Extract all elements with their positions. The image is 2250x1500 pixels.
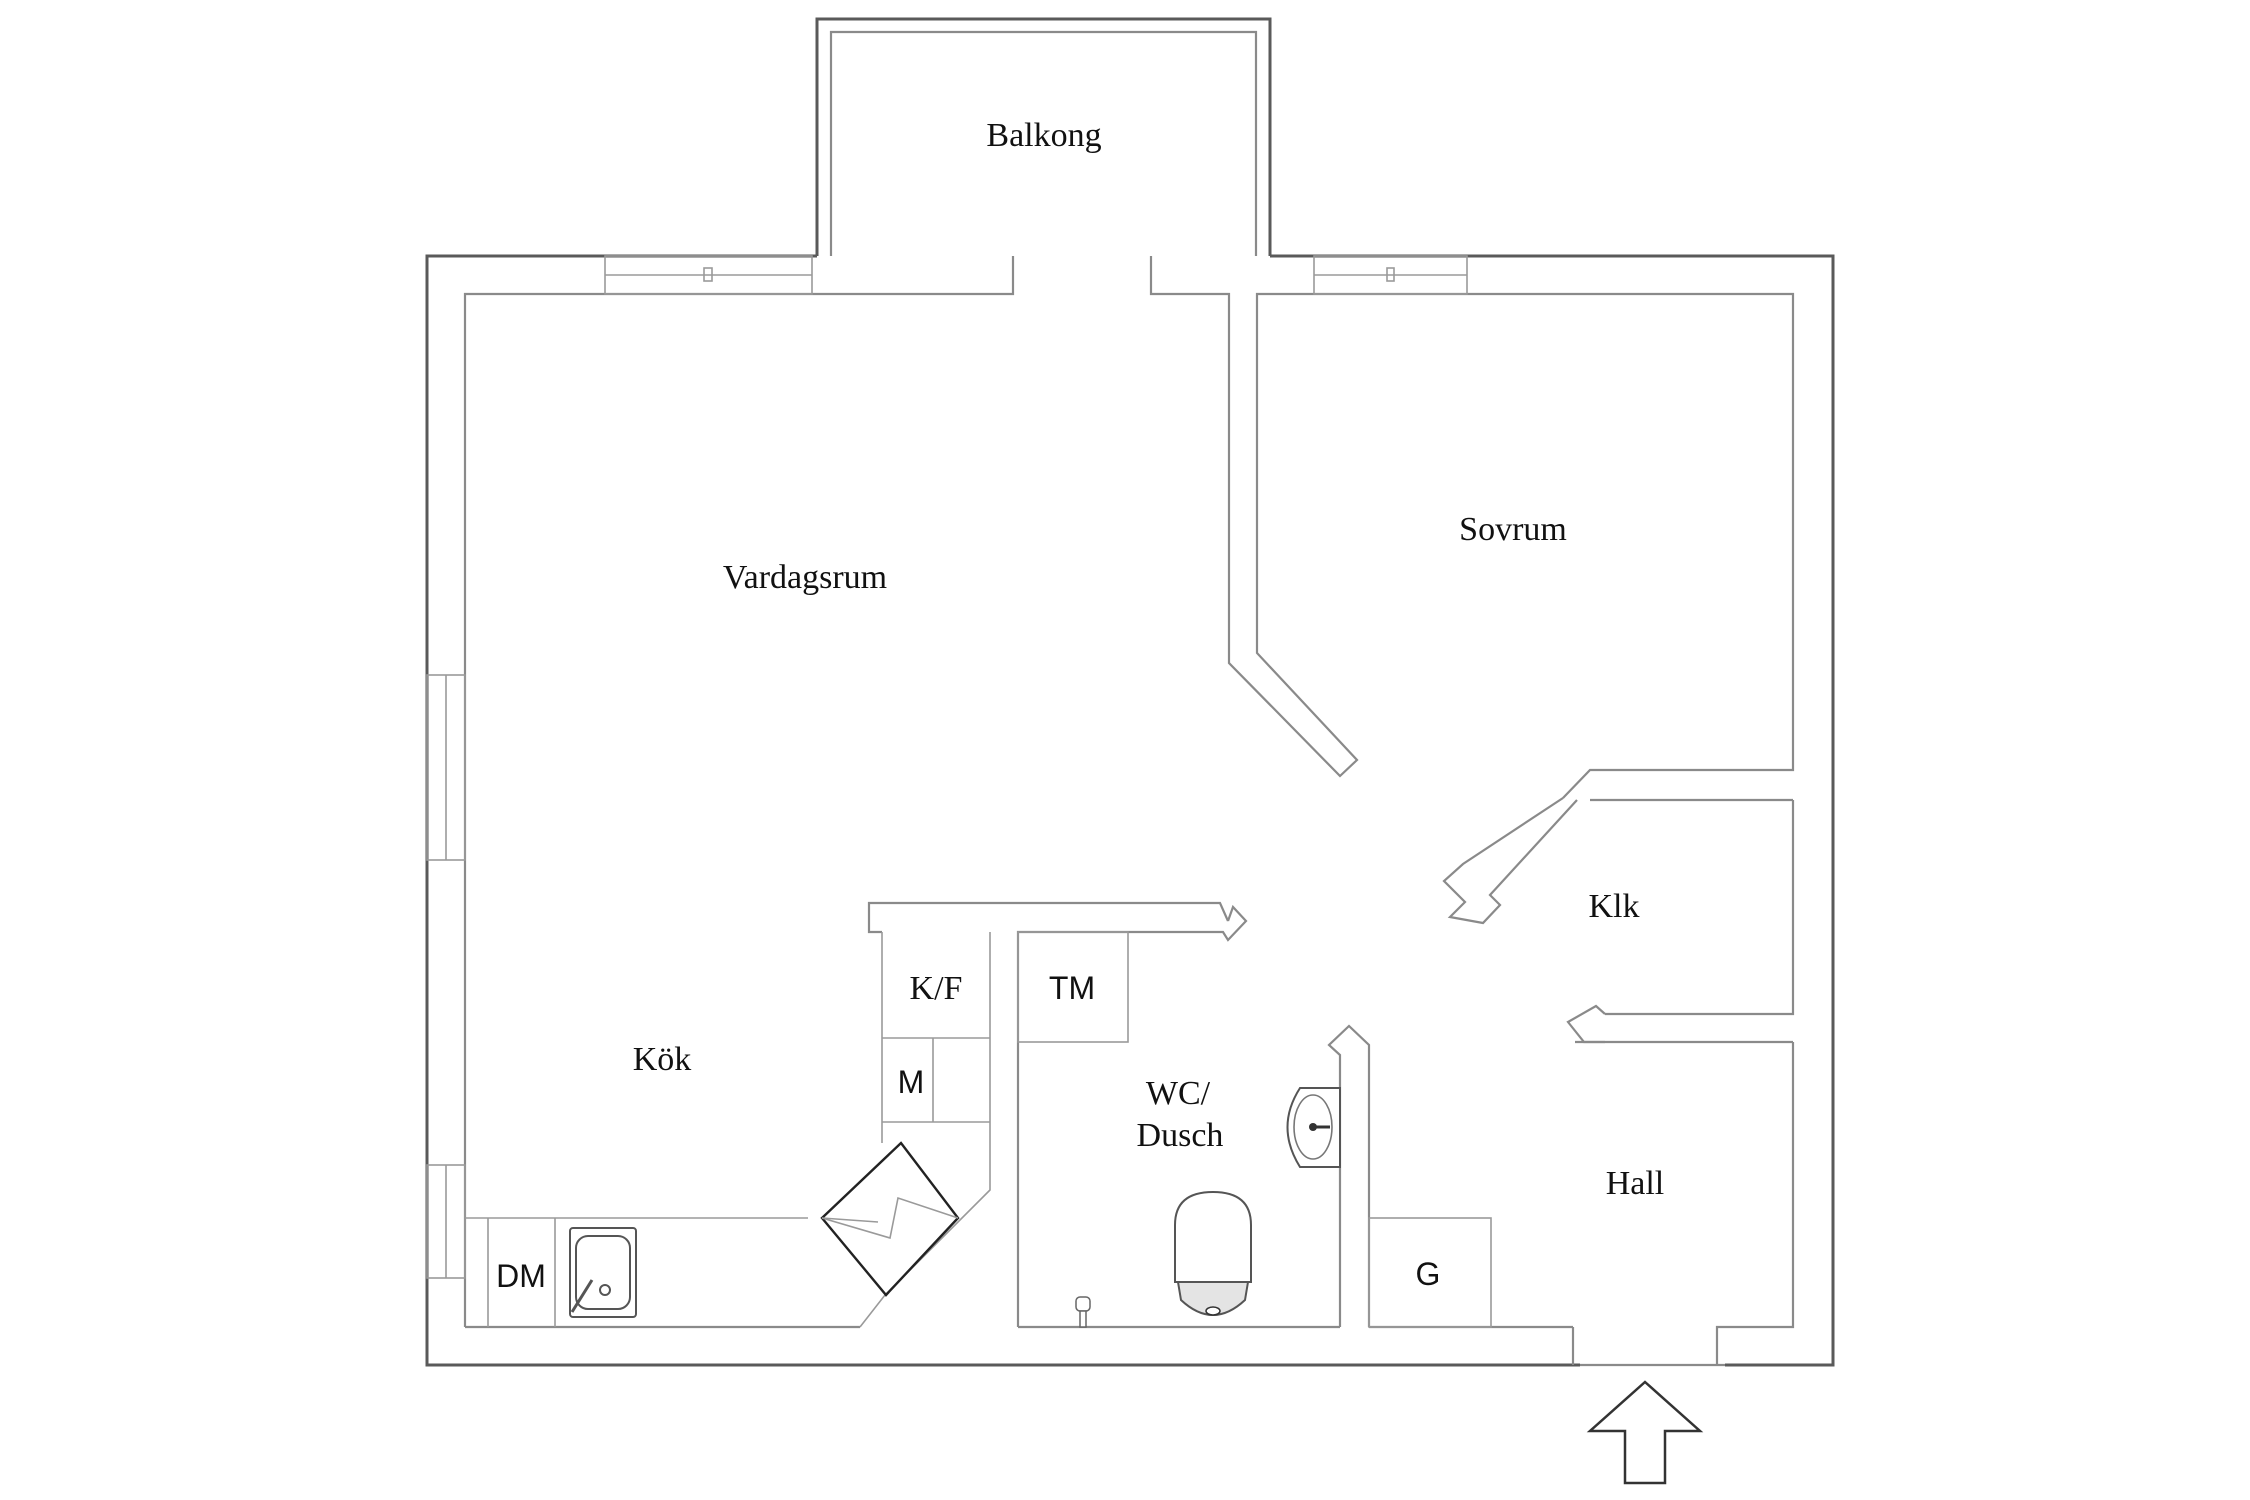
window-top-left bbox=[604, 255, 813, 295]
room-label-kitchen: Kök bbox=[633, 1041, 692, 1078]
room-label-bathroom-line1: WC/ bbox=[1146, 1075, 1211, 1112]
closet-box bbox=[1368, 1217, 1492, 1328]
fixture-label-microwave: M bbox=[898, 1064, 925, 1100]
balcony bbox=[815, 17, 1272, 256]
fixture-label-dishwasher: DM bbox=[496, 1258, 546, 1294]
toilet-icon bbox=[1174, 1190, 1252, 1316]
room-label-hall: Hall bbox=[1606, 1165, 1665, 1202]
room-label-living-room: Vardagsrum bbox=[723, 559, 887, 596]
window-left-lower bbox=[426, 1164, 466, 1279]
bathroom-right-wall bbox=[1327, 1024, 1371, 1327]
washing-machine-box bbox=[1017, 931, 1129, 1043]
fixture-label-washing-machine: TM bbox=[1049, 970, 1095, 1006]
room-label-bedroom: Sovrum bbox=[1459, 511, 1567, 548]
arrow-up-icon bbox=[1586, 1380, 1704, 1485]
floor-drain-icon bbox=[1075, 1296, 1091, 1328]
interior-floor-lines bbox=[465, 1325, 1575, 1365]
window-left-upper bbox=[426, 674, 466, 861]
stove-icon bbox=[820, 1141, 960, 1297]
room-label-balcony: Balkong bbox=[986, 117, 1101, 154]
kitchen-counter bbox=[465, 932, 991, 1328]
washbasin-icon bbox=[1286, 1087, 1341, 1168]
fixture-label-fridge-freezer: K/F bbox=[910, 970, 963, 1007]
room-label-wardrobe: Klk bbox=[1589, 888, 1640, 925]
room-label-bathroom-line2: Dusch bbox=[1137, 1117, 1224, 1154]
sink-icon bbox=[569, 1227, 637, 1318]
window-top-right bbox=[1313, 255, 1468, 295]
wardrobe-diagonal-wall bbox=[1442, 797, 1578, 925]
fixture-label-closet: G bbox=[1416, 1256, 1441, 1292]
wardrobe-lower-wall bbox=[1566, 1004, 1606, 1044]
